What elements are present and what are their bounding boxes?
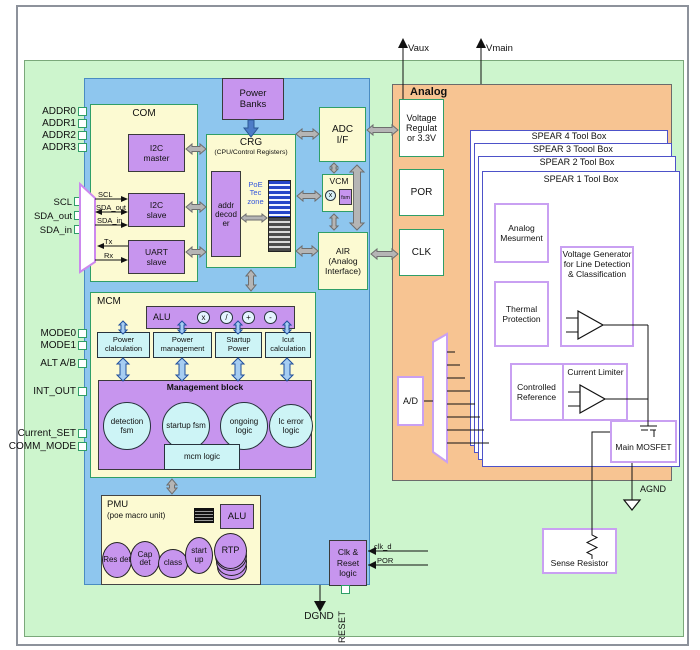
- mode1-label: MODE1: [40, 340, 76, 351]
- voltage-regulator-box: Voltage Regulat or 3.3V: [399, 99, 444, 157]
- thermal-protection-box: Thermal Protection: [494, 281, 549, 347]
- start-up-ellipse: start up: [185, 537, 213, 574]
- power-banks-box: Power Banks: [222, 78, 284, 120]
- por-signal-label: POR: [377, 556, 394, 565]
- uart-slave-box: UART slave: [128, 240, 185, 274]
- vaux-label: Vaux: [408, 43, 429, 54]
- analog-measurement-box: Analog Mesurment: [494, 203, 549, 263]
- com-tx-label: Tx: [104, 237, 113, 246]
- vcm-fsm-box: fsm: [339, 189, 352, 205]
- rtp-ellipse: RTP: [214, 533, 247, 569]
- addr0-label: ADDR0: [42, 106, 76, 117]
- com-sda-in-label: SDA_in: [97, 216, 123, 225]
- management-block-title: Management block: [166, 382, 244, 392]
- mcm-alu-label: ALU: [153, 312, 171, 322]
- comm-mode-label: COMM_MODE: [8, 441, 76, 452]
- power-calculation-box: Power clalculation: [97, 332, 150, 358]
- sda-out-pin: [74, 211, 83, 220]
- spear3-title: SPEAR 3 Toool Box: [533, 144, 613, 154]
- icut-calculation-box: Icut calculation: [265, 332, 311, 358]
- sda-in-label: SDA_in: [39, 225, 72, 236]
- addr0-pin: [78, 107, 87, 116]
- cap-det-ellipse: Cap det: [130, 541, 160, 577]
- pmu-title: PMU: [107, 499, 129, 510]
- int-out-pin: [78, 387, 87, 396]
- addr3-label: ADDR3: [42, 142, 76, 153]
- pmu-subtitle: (poe macro unit): [107, 511, 166, 520]
- addr-decoder-box: addr decoder: [211, 171, 241, 257]
- ongoing-logic-circle: ongoing logic: [220, 402, 268, 450]
- spear4-title: SPEAR 4 Tool Box: [531, 131, 607, 141]
- outer-frame: [16, 5, 689, 646]
- scl-label: SCL: [53, 197, 72, 208]
- current-set-label: Current_SET: [17, 428, 76, 439]
- air-box: AIR (Analog Interface): [318, 232, 368, 290]
- addr2-pin: [78, 131, 87, 140]
- com-sda-out-label: SDA_out: [96, 203, 127, 212]
- alt-ab-pin: [78, 359, 87, 368]
- sense-resistor-label: Sense Resistor: [550, 558, 609, 568]
- por-box: POR: [399, 169, 444, 216]
- clk-box: CLK: [399, 229, 444, 276]
- alu-minus-icon: -: [264, 311, 277, 324]
- class-ellipse: class: [158, 549, 188, 578]
- int-out-label: INT_OUT: [33, 386, 76, 397]
- startup-power-box: Startup Power: [215, 332, 262, 358]
- dgnd-label: DGND: [304, 611, 334, 622]
- crg-subtitle: (CPU/Control Registers): [214, 149, 288, 156]
- com-scl-label: SCL: [98, 190, 113, 199]
- sda-out-label: SDA_out: [33, 211, 72, 222]
- detection-fsm-circle: detection fsm: [103, 402, 151, 450]
- current-set-pin: [78, 429, 87, 438]
- i2c-master-box: I2C master: [128, 134, 185, 172]
- controlled-reference-divider: [562, 363, 564, 421]
- vcm-title: VCM: [329, 176, 349, 186]
- crg-title: CRG: [239, 137, 263, 148]
- ic-error-logic-circle: Ic error logic: [269, 404, 313, 448]
- pmu-register-stripes: [194, 508, 214, 523]
- analog-region-title: Analog: [410, 86, 448, 98]
- mcm-logic-box: mcm logic: [164, 444, 240, 470]
- com-title: COM: [132, 108, 156, 119]
- mode1-pin: [78, 341, 87, 350]
- main-mosfet-label: Main MOSFET: [615, 442, 672, 452]
- alu-plus-icon: +: [242, 311, 255, 324]
- sda-in-pin: [74, 225, 83, 234]
- i2c-slave-box: I2C slave: [128, 193, 185, 227]
- clk-d-signal-label: clk_d: [374, 542, 392, 551]
- res-det-ellipse: Res det: [102, 542, 132, 578]
- poe-tec-zone-label: PoE Tec zone: [247, 180, 264, 206]
- agnd-label: AGND: [640, 484, 667, 494]
- addr3-pin: [78, 143, 87, 152]
- vmain-label: Vmain: [486, 43, 513, 54]
- addr1-label: ADDR1: [42, 118, 76, 129]
- mode0-pin: [78, 329, 87, 338]
- alu-divide-icon: /: [220, 311, 233, 324]
- clk-reset-logic-box: Clk & Reset logic: [329, 540, 367, 586]
- reset-pin: [341, 585, 350, 594]
- mode0-label: MODE0: [40, 328, 76, 339]
- addr1-pin: [78, 119, 87, 128]
- ad-box: A/D: [397, 376, 424, 426]
- scl-pin: [74, 197, 83, 206]
- alu-multiply-icon: x: [197, 311, 210, 324]
- vcm-multiplier-icon: x: [325, 190, 336, 201]
- comm-mode-pin: [78, 442, 87, 451]
- power-management-box: Power management: [153, 332, 212, 358]
- voltage-generator-label: Voltage Generator for Line Detection & C…: [562, 249, 632, 279]
- pmu-alu-box: ALU: [220, 504, 254, 529]
- spear2-title: SPEAR 2 Tool Box: [539, 157, 615, 167]
- controlled-reference-label: Controlled Reference: [516, 382, 557, 402]
- register-stack-blue: [268, 180, 291, 218]
- current-limiter-label: Current Limiter: [567, 367, 624, 377]
- addr2-label: ADDR2: [42, 130, 76, 141]
- mcm-title: MCM: [97, 296, 121, 307]
- register-stack-gray: [268, 218, 291, 252]
- alt-ab-label: ALT A/B: [40, 358, 76, 369]
- com-rx-label: Rx: [104, 251, 114, 260]
- sense-resistor-box: [542, 528, 617, 574]
- spear1-title: SPEAR 1 Tool Box: [543, 174, 619, 184]
- adc-if-box: ADC I/F: [319, 107, 366, 162]
- startup-fsm-circle: startup fsm: [162, 402, 210, 450]
